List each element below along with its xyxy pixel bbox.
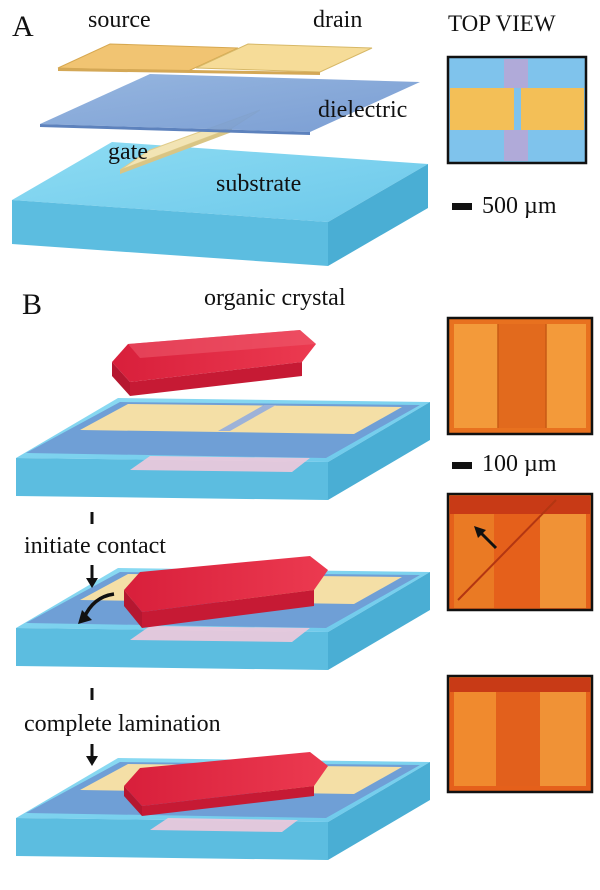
micrograph-3 xyxy=(446,674,594,794)
substrate-label: substrate xyxy=(216,171,302,197)
gate-label: gate xyxy=(108,139,148,165)
complete-lamination-label: complete lamination xyxy=(24,711,221,737)
micrograph-1 xyxy=(446,316,594,436)
device-3 xyxy=(16,752,430,860)
panel-a-letter: A xyxy=(12,10,34,43)
contact-arrow-head xyxy=(78,610,92,624)
electrode-edge xyxy=(58,68,320,75)
top-view-image xyxy=(446,55,588,165)
dielectric-edge xyxy=(40,124,310,135)
drain-label: drain xyxy=(313,7,363,33)
floating-crystal xyxy=(112,330,316,396)
substrate-side xyxy=(328,164,428,266)
gate-electrode-edge xyxy=(120,128,232,174)
dielectric-label: dielectric xyxy=(318,97,408,123)
scale-bar-500 xyxy=(452,203,472,210)
panel-b-letter: B xyxy=(22,288,43,321)
scale-100-label: 100 µm xyxy=(482,451,557,477)
scale-500-label: 500 µm xyxy=(482,193,557,219)
drain-electrode xyxy=(195,43,373,73)
substrate-top xyxy=(12,142,428,222)
micrograph-2 xyxy=(446,492,594,612)
dielectric-layer xyxy=(40,74,420,132)
source-label: source xyxy=(88,7,151,33)
process-arrow-1 xyxy=(86,512,98,588)
organic-crystal-label: organic crystal xyxy=(204,285,346,311)
device-1 xyxy=(16,398,430,500)
substrate-front xyxy=(12,200,328,266)
panel-a-layers xyxy=(12,43,428,266)
device-2 xyxy=(16,556,430,670)
scale-bar-100 xyxy=(452,462,472,469)
initiate-contact-label: initiate contact xyxy=(24,533,166,559)
process-arrow-2 xyxy=(86,688,98,766)
top-view-title: TOP VIEW xyxy=(448,11,556,36)
